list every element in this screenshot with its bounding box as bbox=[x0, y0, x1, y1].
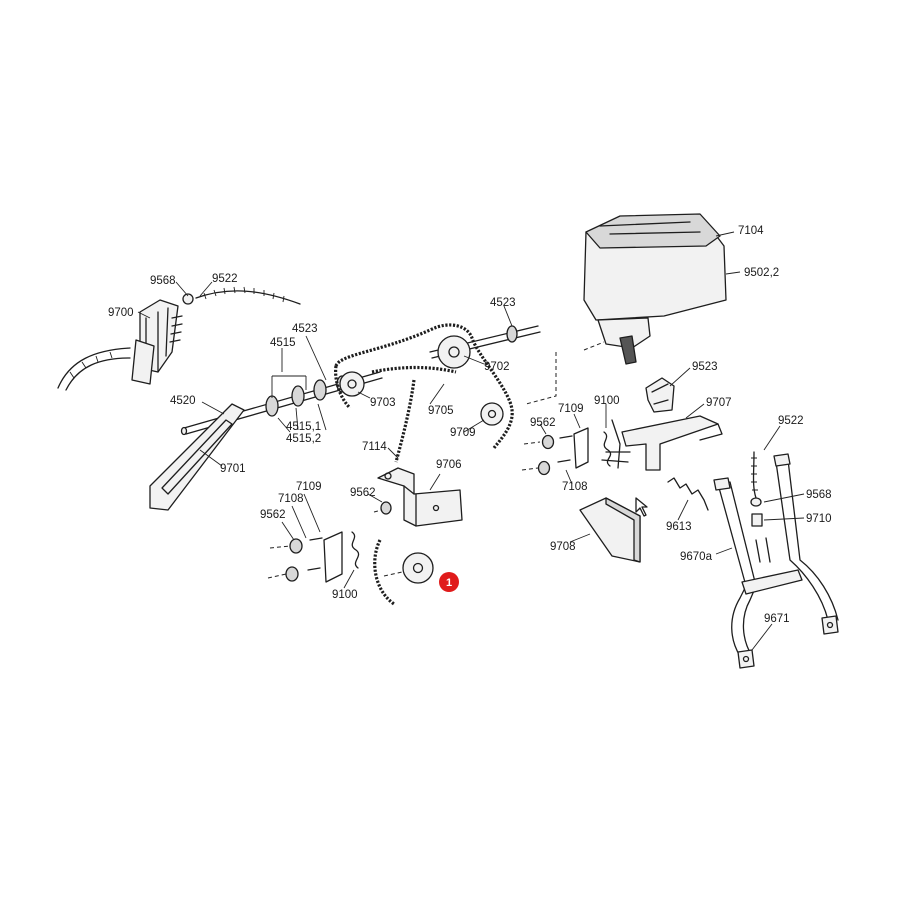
label-9702: 9702 bbox=[484, 361, 510, 373]
spring-9613 bbox=[667, 477, 709, 511]
sprocket-9702 bbox=[437, 335, 471, 369]
marker-badge[interactable]: 1 bbox=[439, 572, 459, 592]
chain-lower bbox=[373, 539, 395, 606]
hopper-9502-2 bbox=[525, 213, 727, 405]
label-7114: 7114 bbox=[362, 441, 387, 453]
handle-tube-left bbox=[57, 347, 131, 391]
leader-lines bbox=[137, 231, 805, 651]
plate-9701 bbox=[149, 403, 245, 511]
label-9562-left: 9562 bbox=[260, 509, 286, 521]
label-4520: 4520 bbox=[170, 395, 196, 407]
label-9700: 9700 bbox=[108, 307, 134, 319]
label-7109-left: 7109 bbox=[296, 481, 322, 493]
label-9708: 9708 bbox=[550, 541, 576, 553]
label-9100-right: 9100 bbox=[594, 395, 620, 407]
label-4523-right: 4523 bbox=[490, 297, 516, 309]
sprocket-9703 bbox=[339, 371, 365, 397]
part-labels: 9568 9522 9700 4515 4523 4520 4515,1 451… bbox=[108, 225, 832, 625]
label-9523: 9523 bbox=[692, 361, 718, 373]
sprocket-lower bbox=[383, 552, 434, 584]
marker-badge-circle bbox=[439, 572, 459, 592]
label-4515-1: 4515,1 bbox=[286, 421, 321, 433]
label-4515-2: 4515,2 bbox=[286, 433, 321, 445]
label-9709: 9709 bbox=[450, 427, 476, 439]
lever-group-right bbox=[521, 427, 612, 476]
label-9707: 9707 bbox=[706, 397, 732, 409]
label-9613: 9613 bbox=[666, 521, 692, 533]
nut-9562-mid bbox=[373, 501, 392, 515]
frame-9707 bbox=[601, 415, 723, 471]
cover-9708 bbox=[579, 497, 641, 563]
cursor-arrow bbox=[635, 497, 648, 517]
label-9522-left: 9522 bbox=[212, 273, 238, 285]
cable-9522-right bbox=[750, 451, 763, 527]
foot-9671 bbox=[737, 615, 839, 669]
label-9703: 9703 bbox=[370, 397, 396, 409]
label-9705: 9705 bbox=[428, 405, 454, 417]
chain-9705 bbox=[334, 323, 514, 449]
label-7108-left: 7108 bbox=[278, 493, 304, 505]
label-9710: 9710 bbox=[806, 513, 832, 525]
label-9706: 9706 bbox=[436, 459, 462, 471]
sprocket-9709 bbox=[480, 402, 504, 426]
label-9522-right: 9522 bbox=[778, 415, 804, 427]
bracket-9523 bbox=[645, 377, 675, 413]
chain-7114 bbox=[394, 379, 416, 463]
label-4515: 4515 bbox=[270, 337, 296, 349]
lever-group-left bbox=[267, 531, 360, 583]
label-9100-left: 9100 bbox=[332, 589, 358, 601]
bracket-9706 bbox=[377, 467, 463, 527]
label-9562-mid: 9562 bbox=[350, 487, 376, 499]
label-7109-right: 7109 bbox=[558, 403, 584, 415]
label-9562-right: 9562 bbox=[530, 417, 556, 429]
handle-frame-9670a bbox=[713, 453, 839, 657]
label-7108-right: 7108 bbox=[562, 481, 588, 493]
label-9568-right: 9568 bbox=[806, 489, 832, 501]
label-9701: 9701 bbox=[220, 463, 246, 475]
label-9502-2: 9502,2 bbox=[744, 267, 779, 279]
label-9568-left: 9568 bbox=[150, 275, 176, 287]
bearing-group-4515 bbox=[265, 375, 348, 417]
cable-9522-left bbox=[182, 286, 301, 305]
label-9670a: 9670a bbox=[680, 551, 713, 563]
label-7104: 7104 bbox=[738, 225, 764, 237]
marker-badge-number: 1 bbox=[446, 577, 452, 589]
label-9671: 9671 bbox=[764, 613, 790, 625]
label-4523-left: 4523 bbox=[292, 323, 318, 335]
